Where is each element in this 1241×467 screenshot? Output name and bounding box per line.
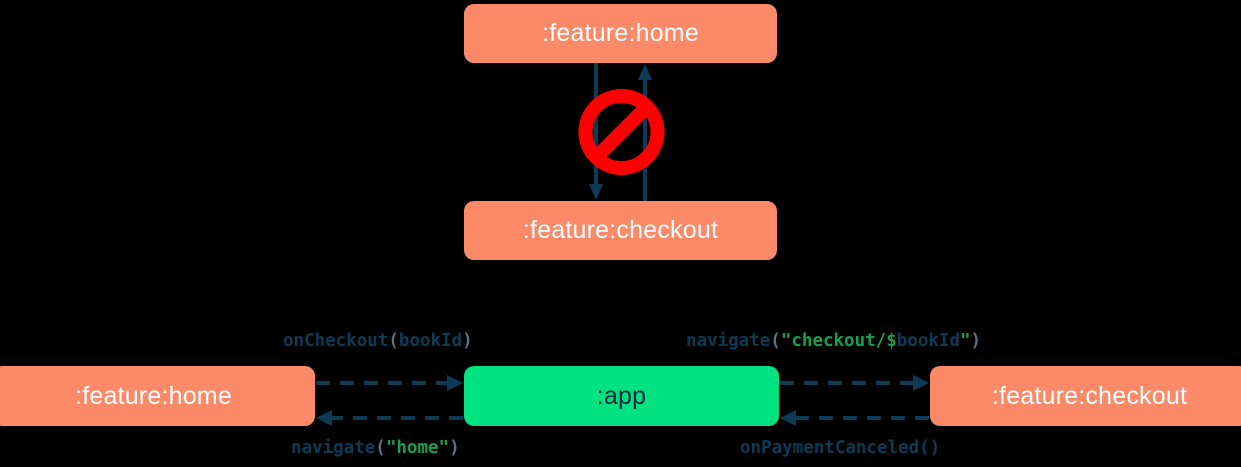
node-feature-home-bottom[interactable]: :feature:home bbox=[0, 366, 315, 426]
node-label: :feature:checkout bbox=[991, 381, 1188, 410]
edge-app-to-home bbox=[316, 410, 463, 426]
label-token-open: ( bbox=[919, 438, 930, 458]
edge-app-to-checkout bbox=[780, 375, 929, 391]
node-label: :feature:home bbox=[542, 19, 699, 47]
label-token-open: ( bbox=[770, 331, 781, 351]
edge-label-on-payment-canceled: onPaymentCanceled() bbox=[740, 438, 940, 458]
edge-home-to-checkout-top bbox=[589, 63, 603, 200]
label-token-close: ) bbox=[929, 438, 941, 458]
label-token-fn: navigate bbox=[686, 331, 771, 351]
label-token-fn: onCheckout bbox=[283, 331, 389, 351]
node-label: :feature:home bbox=[75, 381, 232, 410]
label-token-open: ( bbox=[388, 331, 399, 351]
label-token-string-end: " bbox=[959, 331, 971, 351]
edge-home-to-app bbox=[316, 375, 463, 391]
node-feature-home-top[interactable]: :feature:home bbox=[464, 4, 777, 63]
label-token-string-start: "checkout/$ bbox=[780, 331, 897, 351]
label-token-close: ) bbox=[462, 331, 473, 351]
label-token-fn: onPaymentCanceled bbox=[740, 438, 920, 458]
node-app[interactable]: :app bbox=[464, 366, 779, 426]
label-token-arg: bookId bbox=[896, 331, 960, 351]
edge-checkout-to-home-top bbox=[638, 64, 652, 201]
node-label: :app bbox=[596, 381, 647, 410]
label-token-fn: navigate bbox=[291, 438, 376, 458]
node-label: :feature:checkout bbox=[522, 216, 719, 244]
label-token-arg: bookId bbox=[398, 331, 463, 351]
edge-label-on-checkout: onCheckout(bookId) bbox=[283, 331, 473, 351]
no-entry-icon bbox=[578, 89, 665, 175]
edge-label-navigate-home: navigate("home") bbox=[291, 438, 460, 458]
label-token-close: ) bbox=[970, 331, 982, 351]
label-token-open: ( bbox=[375, 438, 386, 458]
node-feature-checkout-bottom[interactable]: :feature:checkout bbox=[930, 366, 1241, 426]
edge-checkout-to-app bbox=[780, 410, 929, 426]
label-token-close: ) bbox=[449, 438, 460, 458]
node-feature-checkout-top[interactable]: :feature:checkout bbox=[464, 201, 777, 260]
label-token-string: "home" bbox=[385, 438, 450, 458]
edge-label-navigate-checkout: navigate("checkout/$bookId") bbox=[686, 331, 981, 351]
